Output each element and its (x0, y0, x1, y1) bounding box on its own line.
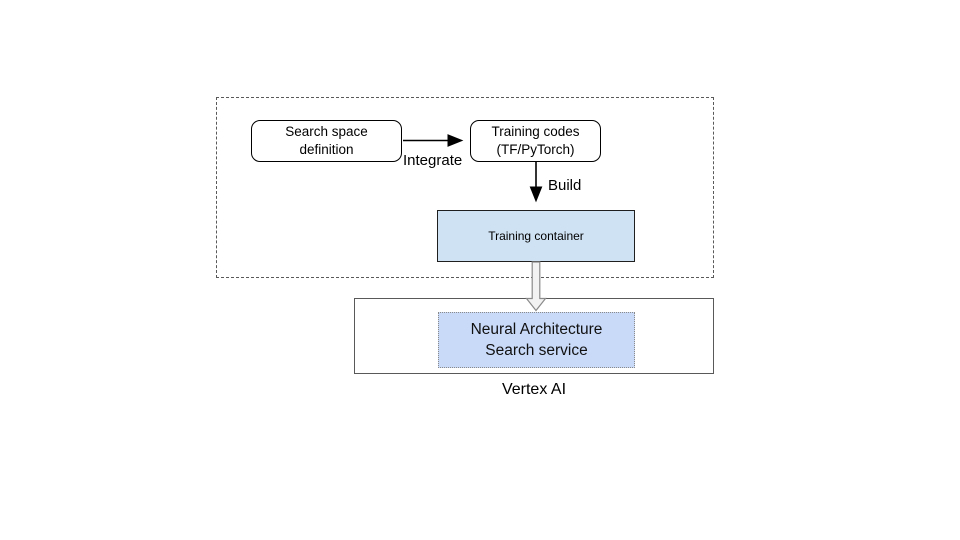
search-space-definition-label: Search space definition (285, 123, 368, 159)
training-container-box: Training container (437, 210, 635, 262)
build-edge-label: Build (548, 177, 582, 194)
vertex-ai-label: Vertex AI (501, 381, 567, 398)
training-codes-label: Training codes (TF/PyTorch) (491, 123, 579, 159)
label-line: Neural Architecture (470, 321, 603, 338)
label-line: Training codes (491, 124, 580, 139)
training-codes-box: Training codes (TF/PyTorch) (470, 120, 601, 162)
label-line: Search service (485, 342, 588, 359)
label-line: (TF/PyTorch) (496, 142, 575, 157)
label-line: definition (299, 142, 354, 157)
label-line: Search space (285, 124, 368, 139)
integrate-edge-label: Integrate (403, 152, 463, 169)
training-container-label: Training container (488, 229, 584, 243)
nas-service-box: Neural Architecture Search service (438, 312, 635, 368)
dashed-workflow-region (216, 97, 714, 278)
nas-service-label: Neural Architecture Search service (471, 319, 603, 361)
search-space-definition-box: Search space definition (251, 120, 402, 162)
